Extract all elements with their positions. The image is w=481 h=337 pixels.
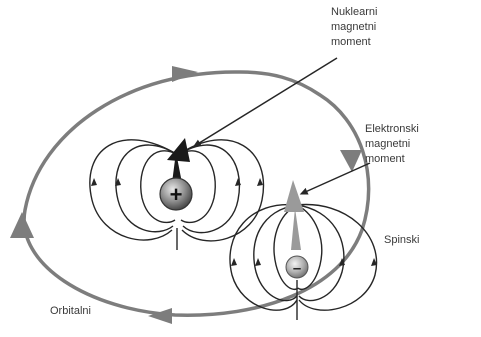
electron-moment-label: Elektronski magnetni moment xyxy=(365,122,419,167)
electron-charge: – xyxy=(293,260,301,277)
nucleus-charge: + xyxy=(170,182,183,207)
electron-moment-vector xyxy=(284,180,304,250)
nuclear-moment-line-3: moment xyxy=(331,35,377,50)
electron-moment-line-1: Elektronski xyxy=(365,122,419,137)
nuclear-moment-line-1: Nuklearni xyxy=(331,5,377,20)
orbital-arrow-left xyxy=(10,212,34,238)
nuclear-moment-label: Nuklearni magnetni moment xyxy=(331,5,377,50)
nuclear-moment-vector xyxy=(167,138,190,183)
orbital-arrow-bottom xyxy=(148,308,172,324)
nuclear-moment-line-2: magnetni xyxy=(331,20,377,35)
electron-moment-line-2: magnetni xyxy=(365,137,419,152)
orbital-label: Orbitalni xyxy=(50,304,91,319)
spin-label: Spinski xyxy=(384,233,419,248)
electron-moment-line-3: moment xyxy=(365,152,419,167)
electron-leader-line xyxy=(303,163,370,193)
